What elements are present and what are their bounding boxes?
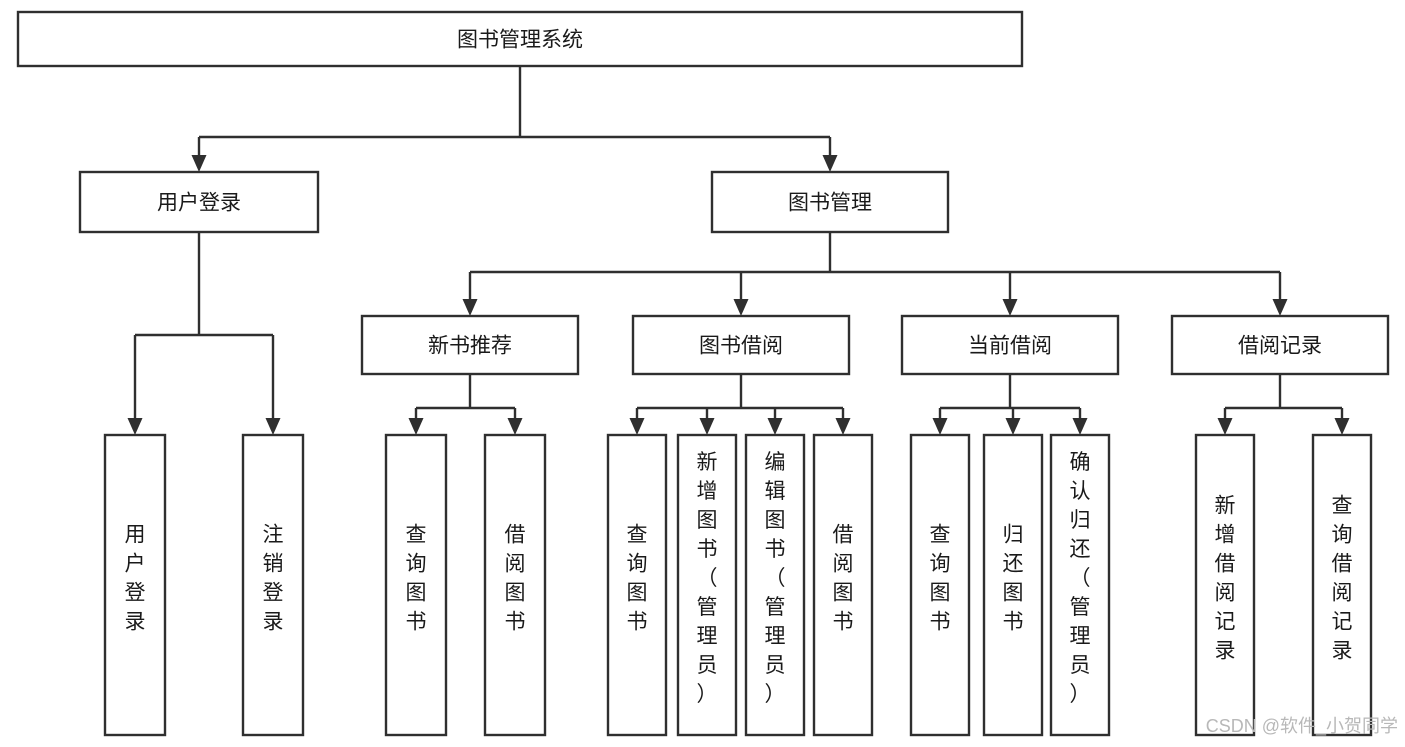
node-box-book-borrow [631,314,851,376]
node-box-book-manage [710,170,950,234]
node-label-leaf-borrow-book-recommend: 借阅图书 [505,524,526,634]
node-leaf-query-book-recommend[interactable]: 查询图书 [384,433,448,737]
node-box-leaf-user-login [103,433,167,737]
node-label-leaf-user-logout: 注销登录 [263,524,284,634]
node-box-user-login [78,170,320,234]
node-new-book-recommend[interactable]: 新书推荐 [360,314,580,376]
node-box-leaf-add-book-admin [676,433,738,737]
node-box-leaf-add-borrow-record [1194,433,1256,737]
node-box-leaf-confirm-return-admin [1049,433,1111,737]
node-leaf-add-borrow-record[interactable]: 新增借阅记录 [1194,433,1256,737]
node-box-leaf-query-book-recommend [384,433,448,737]
node-box-borrow-record [1170,314,1390,376]
node-label-leaf-user-login: 用户登录 [125,524,146,634]
node-box-current-borrow [900,314,1120,376]
node-label-root: 图书管理系统 [457,29,583,52]
node-user-login[interactable]: 用户登录 [78,170,320,234]
node-box-leaf-borrow-book-recommend [483,433,547,737]
node-label-new-book-recommend: 新书推荐 [428,335,512,358]
node-leaf-user-login[interactable]: 用户登录 [103,433,167,737]
node-box-leaf-query-book-current [909,433,971,737]
node-leaf-user-logout[interactable]: 注销登录 [241,433,305,737]
node-box-leaf-user-logout [241,433,305,737]
node-label-leaf-edit-book-admin: 编辑图书（管理员） [765,451,786,706]
node-box-root [16,10,1024,68]
node-label-current-borrow: 当前借阅 [968,335,1052,358]
node-leaf-borrow-book-recommend[interactable]: 借阅图书 [483,433,547,737]
node-leaf-query-borrow-record[interactable]: 查询借阅记录 [1311,433,1373,737]
node-label-book-manage: 图书管理 [788,192,872,215]
node-leaf-query-book-current[interactable]: 查询图书 [909,433,971,737]
node-leaf-confirm-return-admin[interactable]: 确认归还（管理员） [1049,433,1111,737]
node-label-leaf-add-borrow-record: 新增借阅记录 [1215,495,1236,663]
node-leaf-add-book-admin[interactable]: 新增图书（管理员） [676,433,738,737]
connector-layer [127,66,1350,435]
node-label-leaf-confirm-return-admin: 确认归还（管理员） [1070,451,1091,706]
node-label-user-login: 用户登录 [157,192,241,215]
node-label-book-borrow: 图书借阅 [699,335,783,358]
node-label-borrow-record: 借阅记录 [1238,335,1322,358]
node-box-leaf-edit-book-admin [744,433,806,737]
node-label-leaf-add-book-admin: 新增图书（管理员） [697,451,718,706]
node-book-borrow[interactable]: 图书借阅 [631,314,851,376]
node-book-manage[interactable]: 图书管理 [710,170,950,234]
node-box-leaf-query-borrow-record [1311,433,1373,737]
node-leaf-edit-book-admin[interactable]: 编辑图书（管理员） [744,433,806,737]
node-leaf-query-book-borrow[interactable]: 查询图书 [606,433,668,737]
watermark-label: CSDN @软件_小贺同学 [1206,716,1398,737]
node-label-leaf-query-borrow-record: 查询借阅记录 [1332,495,1353,663]
node-box-leaf-return-book [982,433,1044,737]
node-label-leaf-return-book: 归还图书 [1003,524,1024,634]
node-current-borrow[interactable]: 当前借阅 [900,314,1120,376]
node-label-leaf-borrow-book: 借阅图书 [833,524,854,634]
node-label-leaf-query-book-borrow: 查询图书 [627,524,648,634]
node-label-leaf-query-book-current: 查询图书 [930,524,951,634]
node-label-leaf-query-book-recommend: 查询图书 [406,524,427,634]
node-root[interactable]: 图书管理系统 [16,10,1024,68]
node-box-new-book-recommend [360,314,580,376]
node-leaf-return-book[interactable]: 归还图书 [982,433,1044,737]
node-box-leaf-query-book-borrow [606,433,668,737]
node-layer: 图书管理系统用户登录图书管理新书推荐图书借阅当前借阅借阅记录用户登录注销登录查询… [16,10,1390,737]
node-borrow-record[interactable]: 借阅记录 [1170,314,1390,376]
node-leaf-borrow-book[interactable]: 借阅图书 [812,433,874,737]
node-box-leaf-borrow-book [812,433,874,737]
